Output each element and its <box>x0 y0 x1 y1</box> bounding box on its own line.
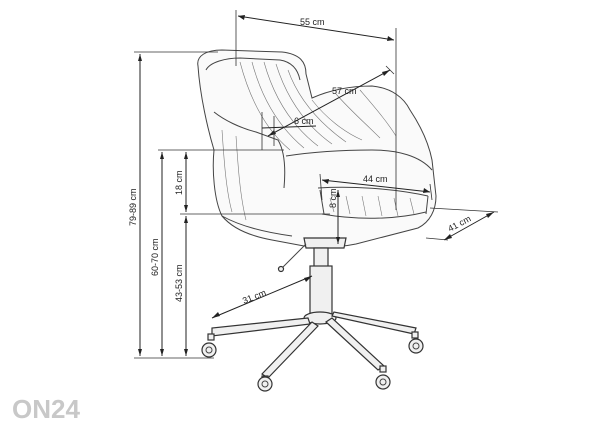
dim-width: 55 cm <box>235 10 397 210</box>
dim-base-radius: 31 cm <box>211 275 313 319</box>
dim-seat-depth: 41 cm <box>425 207 499 241</box>
dim-width-label: 55 cm <box>300 17 325 27</box>
dim-total-height-label: 79-89 cm <box>128 188 138 226</box>
dim-seat-thickness: 8 cm <box>328 188 340 244</box>
dim-armrest-width-label: 6 cm <box>294 116 314 126</box>
caster <box>375 365 391 390</box>
chair-base <box>201 237 424 392</box>
dim-seat-thickness-label: 8 cm <box>328 188 338 208</box>
dim-armrest-height-label: 60-70 cm <box>150 238 160 276</box>
caster <box>257 375 273 392</box>
chair-shell <box>197 49 437 248</box>
dim-arm-to-seat-label: 18 cm <box>174 170 184 195</box>
dim-arm-to-seat: 18 cm <box>174 152 330 215</box>
dim-seat-depth-label: 41 cm <box>446 213 472 233</box>
dim-depth-label: 57 cm <box>332 86 357 96</box>
dim-seat-width-label: 44 cm <box>363 174 388 184</box>
dim-base-radius-label: 31 cm <box>241 287 267 305</box>
dim-armrest-height: 60-70 cm <box>150 149 284 356</box>
dim-seat-height: 43-53 cm <box>174 216 188 356</box>
watermark-logo: ON24 <box>12 394 80 424</box>
dim-seat-width: 44 cm <box>319 173 433 201</box>
caster <box>408 331 424 354</box>
dim-total-height: 79-89 cm <box>128 51 218 359</box>
caster <box>201 333 217 358</box>
dim-seat-height-label: 43-53 cm <box>174 264 184 302</box>
dim-armrest-width: 6 cm <box>261 112 317 150</box>
